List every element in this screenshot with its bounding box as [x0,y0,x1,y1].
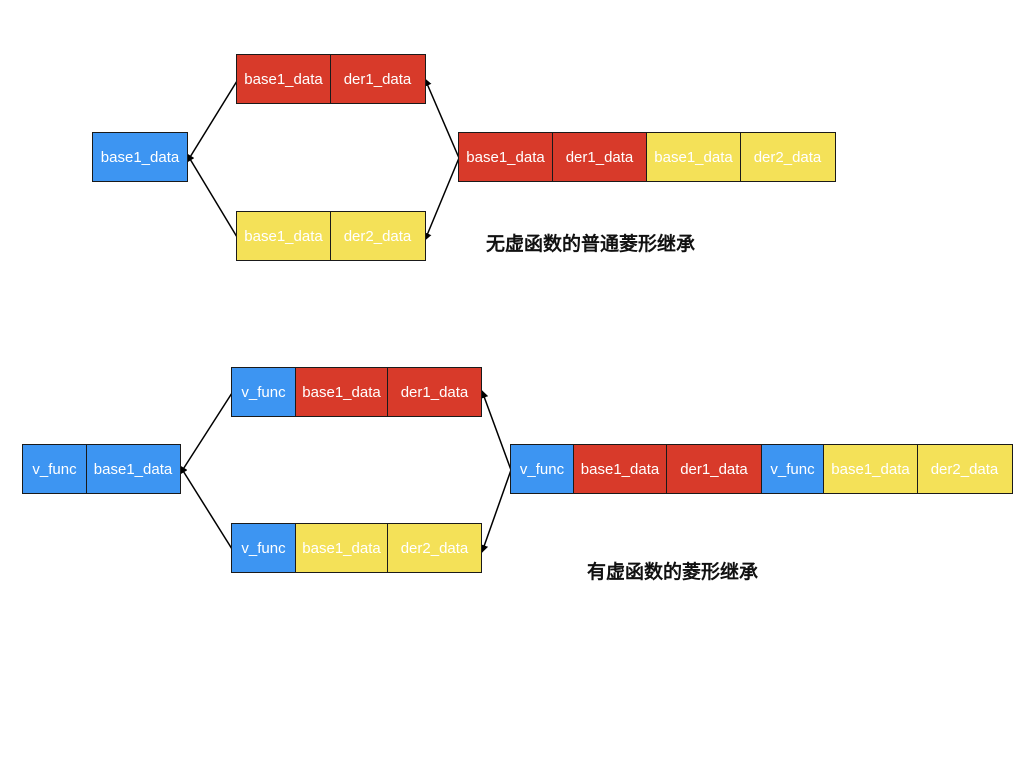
d1-base-base1-data: base1_data [92,132,188,182]
arrow-d1-final-to-der1 [424,78,460,159]
d2-der1-base1-data: base1_data [294,367,389,417]
d2-der1-der1-data: der1_data [387,367,482,417]
d1-der1-der1-data: der1_data [329,54,426,104]
d2-der1-object: v_func base1_data der1_data [231,367,482,417]
d2-final-der2-data: der2_data [916,444,1013,494]
d1-title: 无虚函数的普通菱形继承 [486,233,696,255]
d1-der2-base1-data: base1_data [236,211,331,261]
d2-final-base1-data-a: base1_data [572,444,668,494]
arrow-d2-final-to-der1 [480,390,512,471]
arrow-d2-final-to-der2 [480,469,512,553]
d2-final-der1-data: der1_data [666,444,762,494]
d2-base-base1-data: base1_data [85,444,181,494]
d2-final-v-func-b: v_func [760,444,825,494]
d1-base-object: base1_data [92,132,188,182]
d1-final-base1-data-b: base1_data [646,132,741,182]
d2-der2-der2-data: der2_data [387,523,482,573]
arrow-d2-der1-to-base [179,392,233,475]
d1-final-der1-data: der1_data [551,132,648,182]
d1-final-object: base1_data der1_data base1_data der2_dat… [458,132,836,182]
arrow-d1-final-to-der2 [423,157,460,241]
d2-base-object: v_func base1_data [22,444,181,494]
d1-final-der2-data: der2_data [739,132,836,182]
arrow-d1-der2-to-base [186,153,238,238]
d1-der1-object: base1_data der1_data [236,54,426,104]
d2-der2-object: v_func base1_data der2_data [231,523,482,573]
d2-base-v-func: v_func [22,444,87,494]
d2-der2-base1-data: base1_data [294,523,389,573]
d2-title: 有虚函数的菱形继承 [587,561,759,583]
d1-der2-der2-data: der2_data [329,211,426,261]
d1-final-base1-data-a: base1_data [458,132,553,182]
d1-der2-object: base1_data der2_data [236,211,426,261]
d2-final-base1-data-b: base1_data [823,444,918,494]
d1-der1-base1-data: base1_data [236,54,331,104]
d2-der2-v-func: v_func [231,523,296,573]
arrow-d1-der1-to-base [186,80,238,163]
d2-final-v-func-a: v_func [510,444,574,494]
arrow-d2-der2-to-base [179,465,233,550]
d2-final-object: v_func base1_data der1_data v_func base1… [510,444,1013,494]
d2-der1-v-func: v_func [231,367,296,417]
